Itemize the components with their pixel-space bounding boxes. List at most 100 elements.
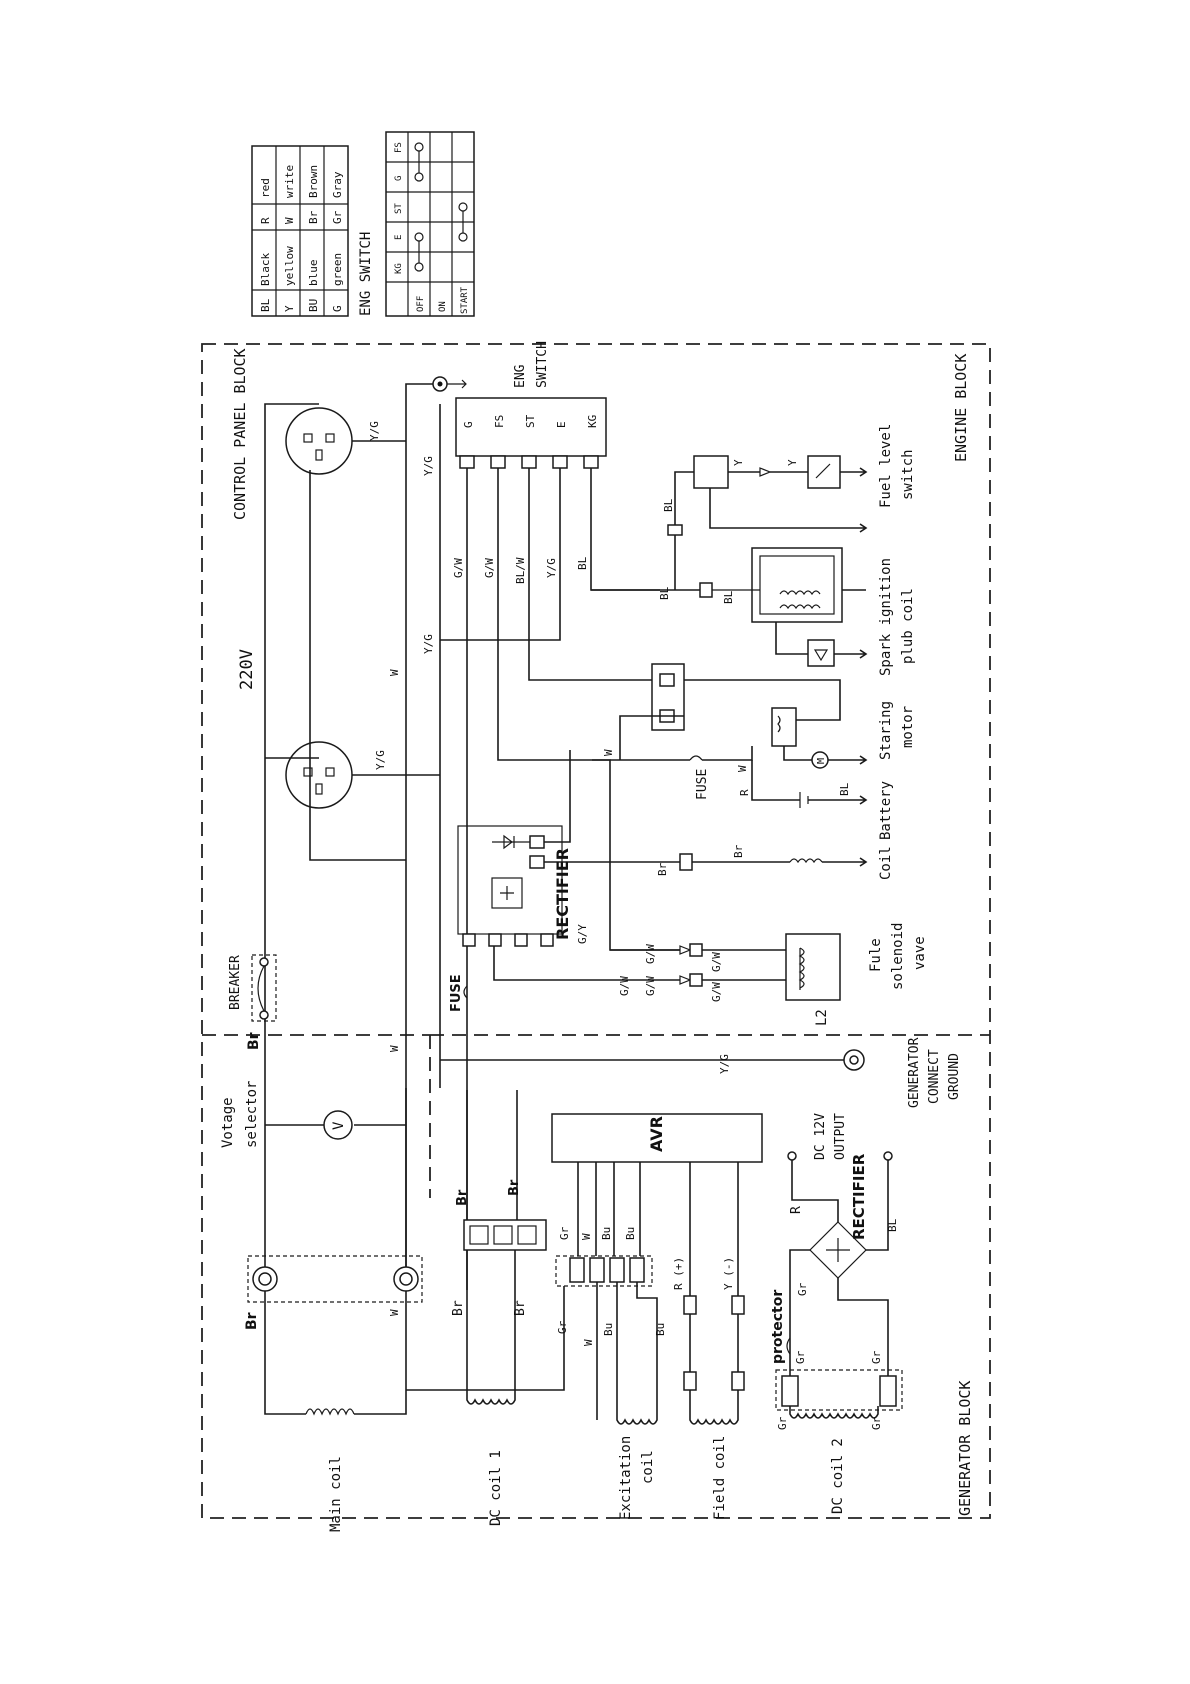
l2-label: L2 (814, 1009, 830, 1026)
fule-solenoid-label: solenoid (890, 923, 906, 990)
switch-terminal: ST (524, 414, 537, 428)
excitation-coil-label: coil (640, 1450, 656, 1484)
wire-label: BL (722, 590, 735, 604)
dc-coil-2-label: DC coil 2 (830, 1438, 846, 1514)
wire-label: BL (658, 586, 671, 600)
wire-label: Gr (556, 1320, 569, 1334)
staring-motor-label: Staring (878, 701, 894, 760)
legend-code: R (259, 217, 272, 224)
switch-terminal: FS (493, 415, 506, 428)
wire-label: G/W (452, 558, 465, 578)
switch-col: G (394, 176, 404, 181)
staring-motor-label: motor (900, 706, 916, 748)
field-coil (683, 1258, 745, 1425)
wire-label: Bu (600, 1227, 613, 1240)
switch-terminal: KG (586, 415, 599, 428)
legend-name: write (283, 165, 296, 198)
rectifier-engine (457, 750, 868, 947)
wire-label: R (+) (672, 1257, 685, 1290)
fuel-solenoid (493, 933, 841, 1001)
block-borders (201, 343, 991, 1519)
starter-relay (619, 663, 841, 760)
wire-label: Gr (796, 1282, 809, 1296)
field-coil-label: Field coil (712, 1436, 728, 1520)
wire-label: Y/G (368, 421, 381, 441)
main-coil-label: Main coil (328, 1456, 344, 1532)
fule-solenoid-label: vave (912, 936, 928, 970)
fule-solenoid-label: Fule (868, 938, 884, 972)
wire-label: Y (-) (722, 1257, 735, 1290)
wire-label: BL (662, 498, 675, 512)
coil-label: Coil (878, 846, 894, 880)
wire-label: Bu (624, 1227, 637, 1240)
generator-ground-line (440, 1049, 865, 1071)
legend-name: red (259, 178, 272, 198)
wire-label: Br (513, 1300, 528, 1316)
dc-coil-2 (775, 1151, 903, 1419)
generator-ground-label: GENERATOR (907, 1037, 922, 1108)
eng-switch (432, 376, 607, 469)
legend-name: Brown (307, 165, 320, 198)
legend-name: yellow (283, 246, 296, 286)
wire-label: G/W (644, 944, 657, 964)
wire-label: Br (244, 1312, 260, 1330)
wire-label: Gr (558, 1226, 571, 1240)
spark-ignition-coil-label: Spark ignition (878, 558, 894, 676)
excitation-coil (406, 1255, 658, 1425)
wire-label: G/W (710, 952, 723, 972)
main-coil-connector (247, 1255, 423, 1416)
wire-label: Y (732, 459, 745, 466)
wire-label: Gr (870, 1350, 883, 1364)
motor-symbol: M (816, 758, 827, 764)
wire-label: W (736, 765, 749, 772)
wire-label: Y/G (422, 456, 435, 476)
wire-label: Gr (870, 1416, 883, 1430)
wire-label: Br (455, 1189, 470, 1206)
wire-label: BL/W (514, 557, 527, 584)
switch-terminal: E (555, 421, 568, 428)
legend-code: Br (307, 210, 320, 224)
rectifier-label: RECTIFIER (553, 848, 572, 940)
breaker (251, 954, 277, 1022)
wire-label: Br (507, 1179, 522, 1196)
wire-label: Bu (654, 1323, 667, 1336)
switch-col: FS (394, 142, 404, 153)
wire-label: Gr (776, 1416, 789, 1430)
fuse-symbol (463, 985, 468, 999)
legend-name: blue (307, 260, 320, 287)
dc-output-label: OUTPUT (833, 1113, 848, 1160)
wire-label: Y/G (545, 558, 558, 578)
wire-label: W (582, 1339, 595, 1346)
fuse-label: FUSE (695, 769, 710, 800)
wire-label: W (602, 749, 615, 756)
eng-switch-table: KG E ST G FS OFF ON START (385, 131, 475, 317)
wire-label: BL (576, 556, 589, 570)
switch-col: KG (394, 263, 404, 274)
legend-code: Gr (331, 210, 344, 224)
dc-output-label: DC 12V (813, 1113, 828, 1160)
wire-label: R (789, 1206, 804, 1214)
voltage-label: 220V (237, 649, 257, 690)
wire-label: Y/G (374, 750, 387, 770)
avr-label: AVR (647, 1116, 666, 1152)
fuel-level-switch (667, 455, 868, 545)
avr: AVR (551, 1113, 763, 1258)
ac-wiring (264, 403, 441, 1282)
wire-label: Br (732, 844, 745, 858)
wire-label: BL (838, 782, 851, 796)
wire-label: R (738, 789, 751, 796)
engine-block-label: ENGINE BLOCK (952, 354, 970, 462)
fuse-label: FUSE (449, 974, 464, 1012)
dc-coil-1 (463, 1090, 547, 1405)
wire-label: BL (886, 1218, 899, 1232)
excitation-coil-label: Excitation (618, 1436, 634, 1520)
control-panel-block-label: CONTROL PANEL BLOCK (231, 348, 249, 520)
voltmeter: V (323, 1110, 353, 1140)
eng-switch-table-title: ENG SWITCH (358, 232, 374, 316)
eng-switch-label: SWITCH (535, 341, 550, 388)
generator-ground-label: GROUND (947, 1053, 962, 1100)
breaker-label: BREAKER (228, 955, 243, 1010)
legend-name: Gray (331, 171, 344, 198)
wire-label: Br (451, 1300, 466, 1316)
